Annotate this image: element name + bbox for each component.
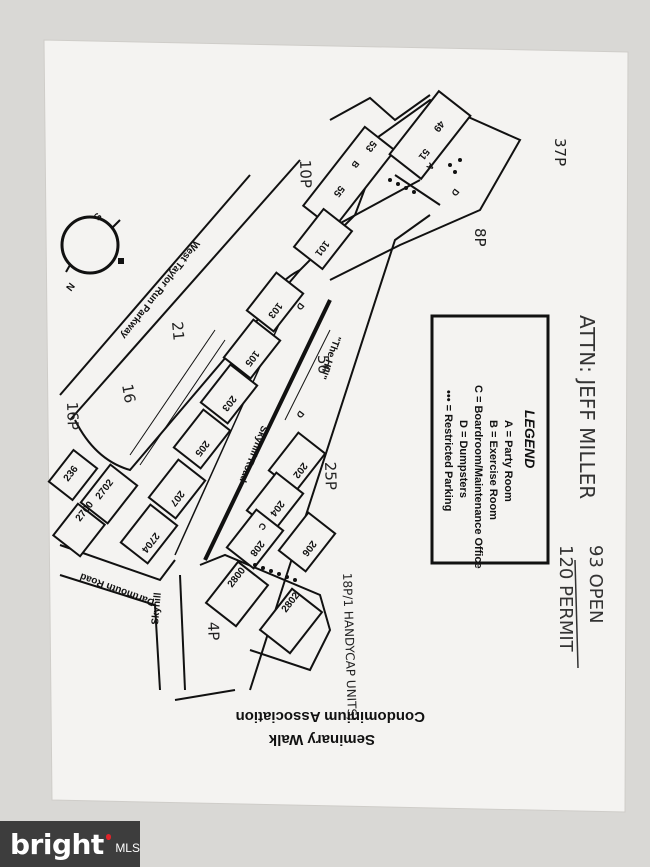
legend-heading: LEGEND <box>522 410 538 468</box>
annotation-21: 21 <box>168 321 188 342</box>
bright-mls-logo: bright MLS <box>0 821 140 867</box>
annotation-37p: 37P <box>551 138 569 166</box>
building-207 <box>147 458 207 520</box>
building-236 <box>47 448 99 502</box>
open-count: 93 OPEN <box>585 545 606 624</box>
annotation-10p: 10P <box>296 160 315 189</box>
annotation-16: 16 <box>118 383 139 405</box>
logo-suffix: MLS <box>115 841 140 855</box>
letter-b: B <box>349 159 361 171</box>
letter-a: A <box>424 161 436 173</box>
handwritten-annotations: 37P 10P 8P 21 56 16 16P 25P 18P/1 HANDYC… <box>63 138 569 721</box>
building-208 <box>225 508 285 570</box>
restricted-parking-dots <box>253 158 462 582</box>
logo-text: bright <box>10 827 104 861</box>
annotation-16p: 16P <box>63 402 82 431</box>
building-2800 <box>204 560 270 628</box>
building-2702 <box>79 463 139 525</box>
letter-d: D <box>294 301 306 313</box>
annotation-25p: 25P <box>321 462 340 491</box>
building-103 <box>245 271 305 333</box>
letter-d: D <box>294 409 306 421</box>
legend-item: ••• = Restricted Parking <box>442 390 454 511</box>
legend-item: D = Dumpsters <box>457 420 469 498</box>
annotation-18p-handicap: 18P/1 HANDYCAP UNITS) <box>340 573 359 721</box>
logo-dot-icon <box>105 834 112 840</box>
document-title: Seminary Walk Condominium Association <box>236 708 425 748</box>
legend-item: C = Boardroom/Maintenance Office <box>472 385 484 569</box>
building-2802 <box>258 587 324 655</box>
building-49-51 <box>388 89 472 181</box>
legend-item: A = Party Room <box>502 420 514 502</box>
building-206 <box>277 511 337 573</box>
permit-count: 120 PERMIT <box>555 545 576 653</box>
buildings <box>47 89 472 655</box>
building-101 <box>292 207 354 271</box>
building-2704 <box>119 503 179 565</box>
paper-sheet <box>43 39 629 813</box>
title-line-1: Seminary Walk <box>268 731 375 748</box>
letter-c: C <box>256 521 268 533</box>
building-letters: A B C D D D <box>256 159 461 533</box>
building-105 <box>222 318 282 380</box>
annotation-56: 56 <box>314 355 333 375</box>
attn-note: ATTN: JEFF MILLER <box>575 315 599 499</box>
building-2700 <box>51 502 107 558</box>
annotation-8p: 8P <box>471 228 489 247</box>
building-203 <box>199 363 259 425</box>
street-skyhill: Skyhill <box>150 592 164 625</box>
letter-d: D <box>449 187 461 199</box>
compass-circle <box>60 215 120 275</box>
building-205 <box>172 408 232 470</box>
handwritten-notes: ATTN: JEFF MILLER 93 OPEN 120 PERMIT <box>555 315 606 669</box>
legend-item: B = Exercise Room <box>487 420 499 520</box>
legend-box: LEGEND A = Party Room B = Exercise Room … <box>430 314 550 569</box>
title-line-2: Condominium Association <box>236 708 425 725</box>
annotation-4p: 4P <box>204 622 223 641</box>
